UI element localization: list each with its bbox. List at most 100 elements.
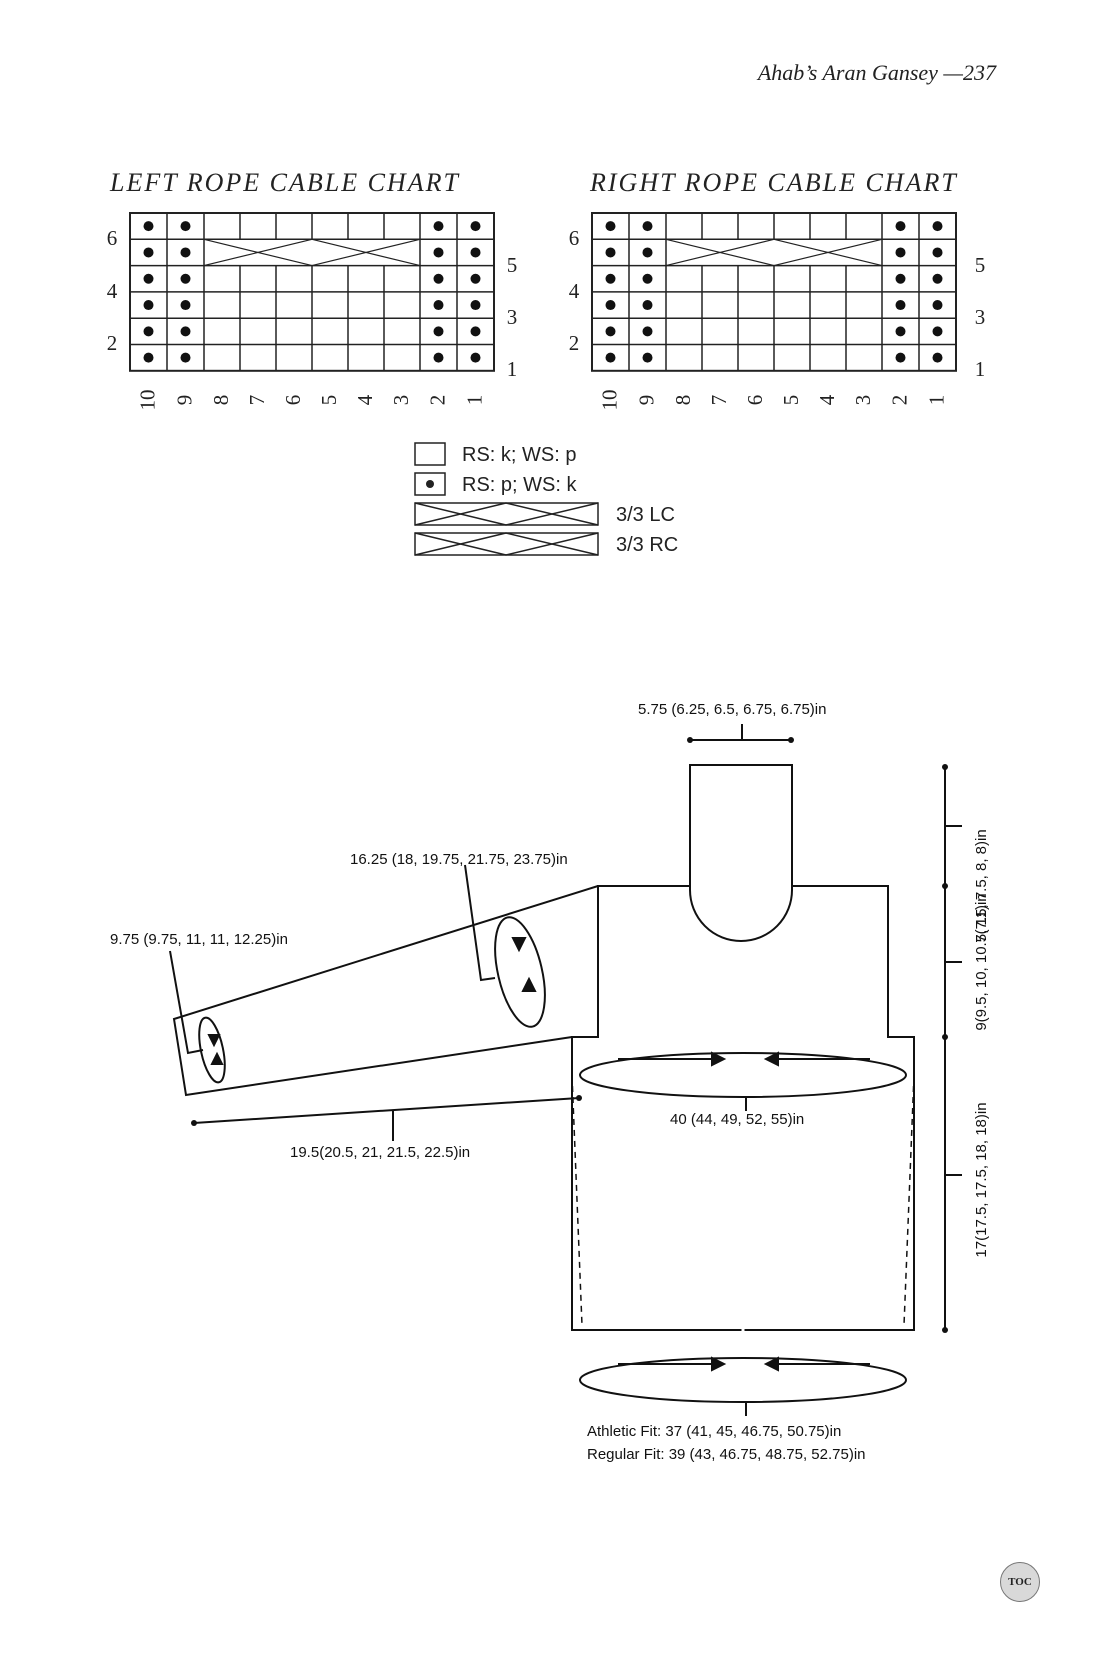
purl-dot	[433, 326, 444, 337]
measure-dot	[942, 1327, 948, 1333]
measure-dot	[191, 1120, 197, 1126]
running-header: Ahab’s Aran Gansey —237	[757, 60, 996, 85]
cuff-circumference	[198, 1016, 226, 1084]
purl-dot	[605, 221, 616, 232]
purl-dot	[605, 352, 616, 363]
column-label: 9	[173, 395, 197, 406]
arrowhead	[207, 1034, 221, 1048]
arrowhead	[210, 1051, 224, 1065]
row-label: 5	[975, 253, 986, 277]
purl-dot	[895, 273, 906, 284]
legend-label-lc: 3/3 LC	[616, 504, 675, 526]
legend-label-rc: 3/3 RC	[616, 534, 678, 556]
row-label: 5	[507, 253, 518, 277]
hem-regular-label: Regular Fit: 39 (43, 46.75, 48.75, 52.75…	[587, 1446, 866, 1463]
column-label: 3	[851, 395, 875, 406]
purl-dot	[180, 221, 191, 232]
purl-dot	[470, 247, 481, 258]
legend-label-knit: RS: k; WS: p	[462, 444, 576, 466]
row-label: 4	[107, 279, 118, 303]
column-label: 6	[281, 395, 305, 406]
column-label: 1	[463, 395, 487, 406]
column-label: 4	[353, 394, 377, 405]
purl-dot	[932, 221, 943, 232]
chart-legend	[414, 442, 599, 556]
purl-dot	[895, 300, 906, 311]
purl-dot	[433, 273, 444, 284]
purl-dot	[605, 326, 616, 337]
neck-outline	[689, 764, 793, 942]
purl-dot	[470, 352, 481, 363]
cuff-label: 9.75 (9.75, 11, 11, 12.25)in	[110, 931, 288, 948]
column-label: 6	[743, 395, 767, 406]
armhole-depth-label: 9(9.5, 10, 10.5, 11)in	[973, 893, 990, 1030]
measure-dot	[942, 1034, 948, 1040]
purl-dot	[143, 221, 154, 232]
column-label: 7	[245, 395, 269, 406]
purl-dot	[470, 273, 481, 284]
sleeve-length-line	[193, 1097, 580, 1124]
purl-dot	[895, 326, 906, 337]
measure-dot	[687, 737, 693, 743]
cable-rc-stroke	[665, 238, 775, 267]
column-label: 7	[707, 395, 731, 406]
purl-dot	[932, 352, 943, 363]
column-label: 3	[389, 395, 413, 406]
neck-depth-label: 7(7.5, 7.5, 8, 8)in	[973, 829, 990, 942]
column-label: 10	[136, 390, 160, 411]
arrowhead	[763, 1356, 779, 1372]
purl-dot	[895, 352, 906, 363]
body-outline	[571, 885, 915, 1331]
neck-width-label: 5.75 (6.25, 6.5, 6.75, 6.75)in	[638, 701, 826, 718]
purl-dot	[605, 273, 616, 284]
arrowhead	[711, 1051, 727, 1067]
arrowhead	[763, 1051, 779, 1067]
right-chart-title: RIGHT ROPE CABLE CHART	[590, 168, 958, 197]
legend-cable-lc-symbol	[414, 502, 599, 526]
purl-dot	[433, 247, 444, 258]
purl-dot	[180, 247, 191, 258]
purl-dot	[470, 326, 481, 337]
measure-dot	[942, 764, 948, 770]
legend-empty-square	[414, 442, 446, 466]
purl-dot	[433, 300, 444, 311]
row-label: 3	[975, 305, 986, 329]
toc-button[interactable]: TOC	[1000, 1562, 1040, 1602]
hem-circumference	[579, 1357, 907, 1403]
chest-label: 40 (44, 49, 52, 55)in	[670, 1111, 804, 1128]
purl-dot	[605, 247, 616, 258]
hem-athletic-label: Athletic Fit: 37 (41, 45, 46.75, 50.75)i…	[587, 1423, 841, 1440]
chest-circumference	[579, 1052, 907, 1098]
sleeve-length-label: 19.5(20.5, 21, 21.5, 22.5)in	[290, 1144, 470, 1161]
sleeve-outline	[172, 885, 599, 1097]
column-label: 8	[671, 395, 695, 406]
purl-dot	[895, 221, 906, 232]
sweater-schematic	[169, 724, 962, 1416]
purl-dot	[642, 247, 653, 258]
upper-arm-label: 16.25 (18, 19.75, 21.75, 23.75)in	[350, 851, 568, 868]
right-side-dashed	[903, 1074, 915, 1326]
right-chart-grid	[591, 212, 957, 372]
cable-lc-stroke	[203, 238, 313, 267]
purl-dot	[433, 221, 444, 232]
cable-rc-stroke	[773, 238, 883, 267]
legend-cable-rc-symbol	[414, 532, 599, 556]
purl-dot	[642, 326, 653, 337]
purl-dot	[180, 273, 191, 284]
arrowhead	[711, 1356, 727, 1372]
left-side-dashed	[571, 1074, 583, 1326]
purl-dot	[180, 326, 191, 337]
row-label: 2	[569, 331, 580, 355]
row-label: 2	[107, 331, 118, 355]
purl-dot	[642, 352, 653, 363]
purl-dot	[605, 300, 616, 311]
legend-dot	[426, 480, 434, 488]
arrowhead	[511, 937, 527, 953]
legend-dot-square	[414, 472, 446, 496]
column-label: 5	[779, 395, 803, 406]
measure-dot	[576, 1095, 582, 1101]
purl-dot	[143, 300, 154, 311]
row-label: 6	[569, 226, 580, 250]
